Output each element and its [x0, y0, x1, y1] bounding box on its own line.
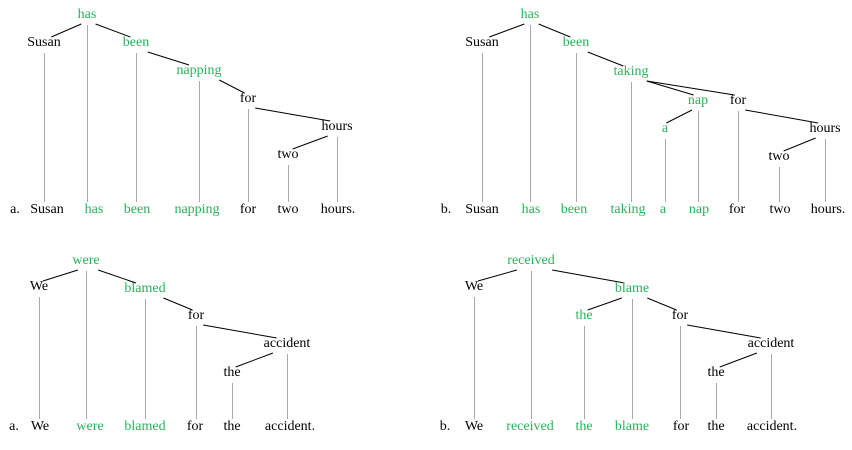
tree-node: hours	[809, 121, 841, 136]
sentence-item-label: a.	[9, 419, 19, 434]
tree-node: We	[464, 279, 484, 294]
sentence-item-label: b.	[440, 202, 452, 217]
edge-line	[203, 324, 277, 339]
sentence-word: has	[84, 202, 104, 217]
tree-node: Susan	[465, 35, 499, 50]
edge-line	[647, 297, 677, 311]
tree-node: taking	[613, 64, 649, 79]
edge-line	[646, 80, 735, 96]
tree-node: been	[562, 35, 590, 50]
sentence-word: two	[769, 202, 791, 217]
sentence-word: the	[575, 419, 593, 434]
tree-node: has	[520, 7, 540, 22]
edge-line	[51, 23, 82, 38]
tree-node: the	[707, 365, 725, 380]
edge-line	[783, 137, 816, 152]
tree-node: accident	[747, 336, 795, 351]
sentence-word: two	[277, 202, 299, 217]
sentence-word: for	[186, 419, 204, 434]
sentence-word: We	[464, 419, 484, 434]
edge-line	[719, 352, 758, 368]
sentence-word: Susan	[465, 202, 499, 217]
edge-line	[489, 23, 525, 38]
tree-node: hours	[321, 119, 353, 134]
edge-line	[587, 297, 622, 311]
edge-line	[552, 269, 625, 284]
edge-line	[95, 23, 131, 38]
edge-line	[163, 297, 193, 311]
edge-line	[97, 269, 137, 284]
sentence-word: hours.	[320, 202, 356, 217]
tree-node: been	[122, 35, 150, 50]
sentence-word: been	[123, 202, 151, 217]
tree-node: for	[671, 308, 689, 323]
tree-node: blame	[614, 281, 650, 296]
edge-line	[292, 135, 328, 150]
edge-line	[147, 51, 190, 66]
sentence-word: for	[728, 202, 746, 217]
sentence-word: the	[707, 419, 725, 434]
sentence-word: blamed	[124, 419, 166, 434]
sentence-word: Susan	[30, 202, 64, 217]
tree-node: has	[77, 7, 97, 22]
sentence-word: We	[30, 419, 50, 434]
sentence-word: for	[672, 419, 690, 434]
sentence-word: accident.	[746, 419, 798, 434]
tree-node: accident	[263, 336, 311, 351]
tree-node: napping	[176, 63, 222, 78]
edge-line	[666, 109, 693, 124]
tree-node: two	[768, 149, 790, 164]
tree-node: Susan	[27, 35, 61, 50]
sentence-item-label: a.	[10, 202, 20, 217]
sentence-word: has	[521, 202, 541, 217]
edge-line	[219, 79, 245, 94]
sentence-word: accident.	[264, 419, 316, 434]
sentence-word: taking	[610, 202, 646, 217]
tree-node: nap	[687, 93, 709, 108]
sentence-item-label: b.	[439, 419, 451, 434]
edge-line	[42, 269, 79, 282]
tree-node: We	[29, 279, 49, 294]
edge-line	[687, 324, 761, 339]
tree-node: the	[575, 308, 593, 323]
sentence-word: nap	[688, 202, 710, 217]
tree-node: a	[661, 121, 669, 136]
tree-node: for	[187, 308, 205, 323]
tree-node: for	[239, 91, 257, 106]
tree-node: received	[507, 253, 555, 268]
tree-node: were	[72, 253, 100, 268]
sentence-word: were	[76, 419, 104, 434]
edge-line	[646, 80, 694, 96]
edge-line	[745, 109, 819, 124]
sentence-word: a	[659, 202, 667, 217]
sentence-word: blame	[614, 419, 650, 434]
tree-node: for	[729, 93, 747, 108]
sentence-word: napping	[174, 202, 220, 217]
edge-line	[587, 51, 624, 67]
tree-node: the	[223, 365, 241, 380]
edge-line	[477, 269, 518, 282]
edge-line	[538, 23, 571, 38]
tree-node: blamed	[124, 281, 166, 296]
edge-line	[255, 107, 331, 122]
edge-line	[235, 352, 274, 368]
sentence-word: received	[506, 419, 554, 434]
sentence-word: hours.	[810, 202, 846, 217]
sentence-word: been	[560, 202, 588, 217]
sentence-word: the	[223, 419, 241, 434]
tree-node: two	[277, 147, 299, 162]
sentence-word: for	[239, 202, 257, 217]
